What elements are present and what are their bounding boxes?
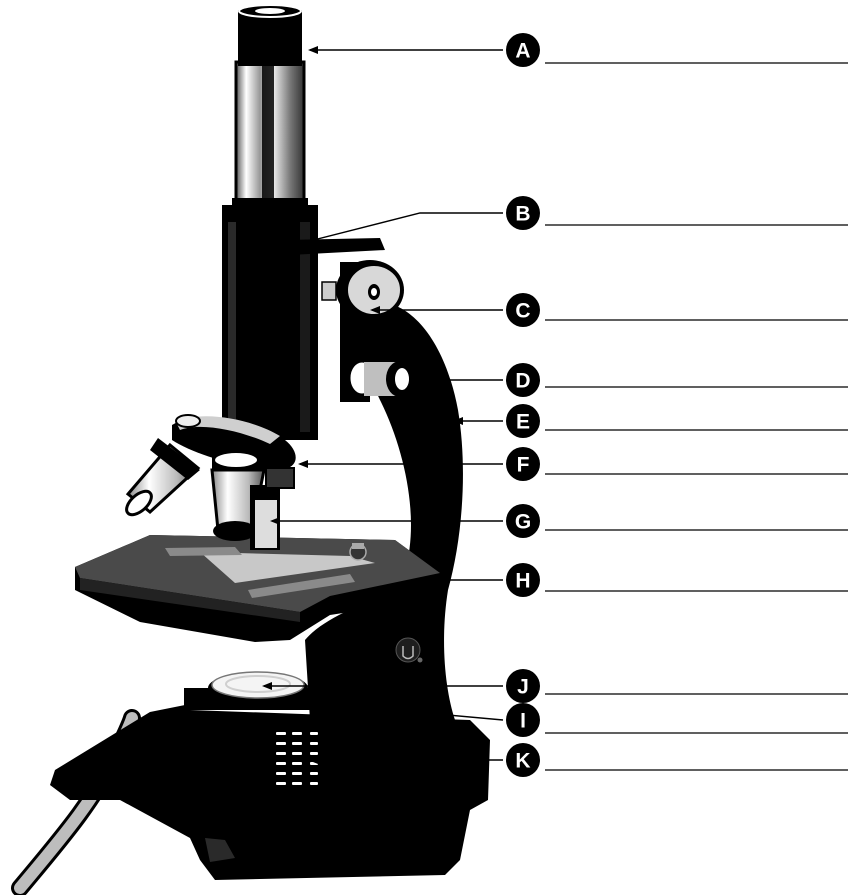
eyepiece — [232, 5, 308, 210]
label-i-text: I — [520, 710, 526, 733]
label-h: H — [506, 563, 540, 597]
label-k: K — [506, 743, 540, 777]
label-a-text: A — [515, 40, 530, 63]
label-g-text: G — [515, 511, 531, 534]
label-j: J — [506, 669, 540, 703]
label-e: E — [506, 404, 540, 438]
label-badges: A B C D E F G H J I K — [506, 33, 540, 777]
leader-lines — [545, 63, 848, 770]
label-b-text: B — [515, 203, 530, 226]
label-f-text: F — [517, 454, 530, 477]
label-d-text: D — [515, 370, 530, 393]
label-h-text: H — [515, 570, 530, 593]
label-k-text: K — [515, 750, 530, 773]
fine-focus-knob — [348, 360, 414, 397]
arrowhead-f — [298, 460, 308, 468]
coarse-focus-knob — [322, 260, 404, 320]
body-tube — [222, 205, 385, 440]
label-c-text: C — [515, 300, 530, 323]
label-j-text: J — [517, 676, 529, 699]
label-b: B — [506, 196, 540, 230]
label-e-text: E — [516, 411, 530, 434]
label-d: D — [506, 363, 540, 397]
microscope-base — [50, 705, 490, 880]
label-a: A — [506, 33, 540, 67]
label-c: C — [506, 293, 540, 327]
label-g: G — [506, 504, 540, 538]
arrowhead-a — [308, 46, 318, 54]
label-f: F — [506, 447, 540, 481]
label-i: I — [506, 703, 540, 737]
